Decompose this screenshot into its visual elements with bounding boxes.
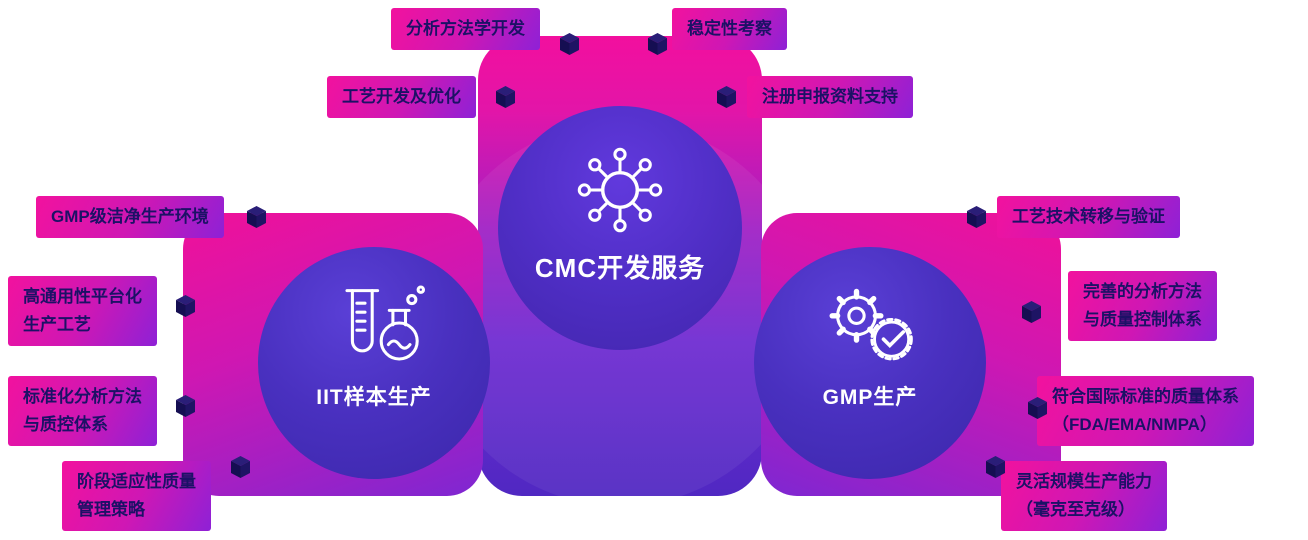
chip-analytical-method-dev: 分析方法学开发 xyxy=(391,8,540,50)
chip-stability-study: 稳定性考察 xyxy=(672,8,787,50)
chip-line: （FDA/EMA/NMPA） xyxy=(1052,415,1217,434)
node-iit-production: IIT样本生产 xyxy=(258,247,490,479)
chip-line: 完善的分析方法 xyxy=(1083,282,1202,301)
cube-icon xyxy=(967,206,986,228)
chip-process-dev-optimization: 工艺开发及优化 xyxy=(327,76,476,118)
chip-line: 生产工艺 xyxy=(23,315,91,334)
chip-line: GMP级洁净生产环境 xyxy=(51,207,209,226)
cube-icon xyxy=(176,295,195,317)
chip-analytical-qc-system: 完善的分析方法 与质量控制体系 xyxy=(1068,271,1217,341)
cube-icon xyxy=(176,395,195,417)
cube-icon xyxy=(986,456,1005,478)
cube-icon xyxy=(1022,301,1041,323)
molecule-icon xyxy=(577,147,663,233)
hub-title: CMC开发服务 xyxy=(534,253,706,283)
cube-icon xyxy=(717,86,736,108)
cube-icon xyxy=(496,86,515,108)
chip-gmp-clean-environment: GMP级洁净生产环境 xyxy=(36,196,224,238)
chip-international-quality-system: 符合国际标准的质量体系 （FDA/EMA/NMPA） xyxy=(1037,376,1254,446)
chip-line: 与质控体系 xyxy=(23,415,108,434)
hub-cmc-services: CMC开发服务 xyxy=(498,106,742,350)
cube-icon xyxy=(648,33,667,55)
chip-line: 工艺开发及优化 xyxy=(342,87,461,106)
chip-line: 阶段适应性质量 xyxy=(77,472,196,491)
node-gmp-production: GMP生产 xyxy=(754,247,986,479)
chip-line: 高通用性平台化 xyxy=(23,287,142,306)
chip-line: 标准化分析方法 xyxy=(23,387,142,406)
chip-line: 注册申报资料支持 xyxy=(762,87,898,106)
chip-line: 管理策略 xyxy=(77,500,145,519)
chip-tech-transfer-validation: 工艺技术转移与验证 xyxy=(997,196,1180,238)
chip-standardized-qc: 标准化分析方法 与质控体系 xyxy=(8,376,157,446)
chip-line: 与质量控制体系 xyxy=(1083,310,1202,329)
cube-icon xyxy=(247,206,266,228)
chip-phase-adaptive-quality: 阶段适应性质量 管理策略 xyxy=(62,461,211,531)
chip-line: 符合国际标准的质量体系 xyxy=(1052,387,1239,406)
gear-badge-check-icon xyxy=(829,288,913,361)
testtube-flask-icon xyxy=(345,285,426,361)
chip-flexible-scale-capacity: 灵活规模生产能力 （毫克至克级） xyxy=(1001,461,1167,531)
chip-line: 灵活规模生产能力 xyxy=(1016,472,1152,491)
chip-line: 稳定性考察 xyxy=(687,19,772,38)
chip-platform-process: 高通用性平台化 生产工艺 xyxy=(8,276,157,346)
cube-icon xyxy=(560,33,579,55)
chip-regulatory-filing-support: 注册申报资料支持 xyxy=(747,76,913,118)
left-node-title: IIT样本生产 xyxy=(316,386,432,409)
right-node-title: GMP生产 xyxy=(822,386,918,409)
cube-icon xyxy=(231,456,250,478)
cube-icon xyxy=(1028,397,1047,419)
chip-line: 分析方法学开发 xyxy=(406,19,525,38)
chip-line: （毫克至克级） xyxy=(1016,500,1135,519)
chip-line: 工艺技术转移与验证 xyxy=(1012,207,1165,226)
